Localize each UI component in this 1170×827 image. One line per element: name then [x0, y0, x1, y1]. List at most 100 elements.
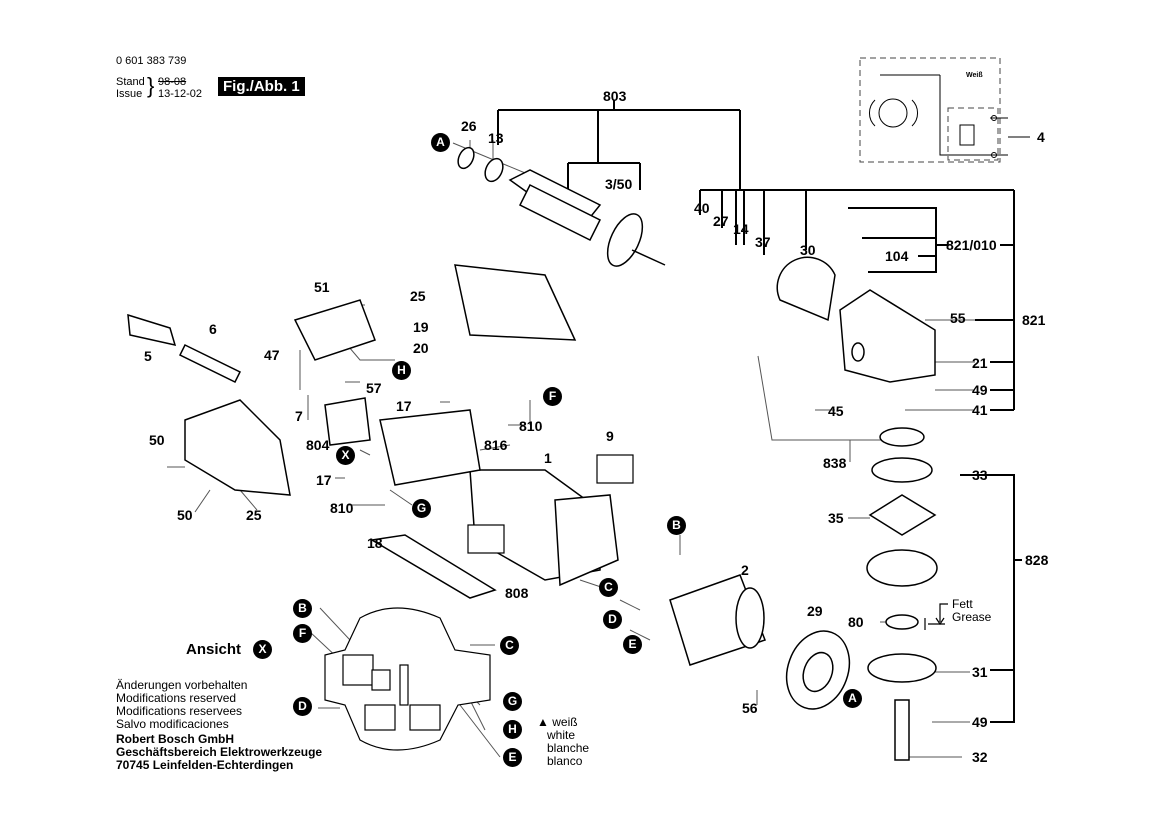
brace: } — [147, 73, 155, 98]
part-label-41[interactable]: 41 — [972, 402, 988, 418]
connector-marker-c-field[interactable]: C — [599, 578, 618, 597]
part-label-31[interactable]: 31 — [972, 664, 988, 680]
footer-note-en: Modifications reserved — [116, 691, 237, 705]
legend-white: ▲ weiß white blanche blanco — [537, 716, 589, 768]
legend-white-en: white — [547, 728, 576, 742]
stand-date: 98-08 — [158, 76, 187, 88]
switch-assembly — [293, 264, 577, 486]
part-label-21[interactable]: 21 — [972, 355, 988, 371]
part-label-47[interactable]: 47 — [264, 347, 280, 363]
connector-marker-d-view[interactable]: D — [293, 697, 312, 716]
part-label-804[interactable]: 804 — [306, 437, 330, 453]
grease-note-en: Grease — [952, 610, 992, 624]
part-label-49-bottom[interactable]: 49 — [972, 714, 988, 730]
issue-date: 13-12-02 — [158, 88, 203, 100]
part-label-803[interactable]: 803 — [603, 88, 627, 104]
part-label-25-bottom[interactable]: 25 — [246, 507, 262, 523]
power-cord — [127, 313, 242, 384]
part-label-5[interactable]: 5 — [144, 348, 152, 364]
connector-marker-g-view[interactable]: G — [503, 692, 522, 711]
connector-marker-f-brush[interactable]: F — [543, 387, 562, 406]
connector-marker-x-view[interactable]: X — [253, 640, 272, 659]
part-label-33[interactable]: 33 — [972, 467, 988, 483]
thin-leaders — [167, 140, 975, 758]
part-label-3-50[interactable]: 3/50 — [605, 176, 633, 192]
part-label-51[interactable]: 51 — [314, 279, 330, 295]
ansicht-label: Ansicht — [186, 641, 242, 658]
connector-marker-f-view[interactable]: F — [293, 624, 312, 643]
part-label-17-bottom[interactable]: 17 — [316, 472, 332, 488]
connector-marker-e-view[interactable]: E — [503, 748, 522, 767]
part-label-810-top[interactable]: 810 — [519, 418, 543, 434]
part-label-35[interactable]: 35 — [828, 510, 844, 526]
connector-marker-b-field[interactable]: B — [667, 516, 686, 535]
part-label-828[interactable]: 828 — [1025, 552, 1049, 568]
connector-marker-h-view[interactable]: H — [503, 720, 522, 739]
part-label-27[interactable]: 27 — [713, 213, 729, 229]
connector-marker-a-bottom[interactable]: A — [843, 689, 862, 708]
suspension-bar — [369, 534, 497, 599]
part-label-816[interactable]: 816 — [484, 437, 508, 453]
part-label-104[interactable]: 104 — [885, 248, 909, 264]
part-label-7[interactable]: 7 — [295, 408, 303, 424]
part-label-40[interactable]: 40 — [694, 200, 710, 216]
part-label-9[interactable]: 9 — [606, 428, 614, 444]
footer-note-fr: Modifications reservees — [116, 704, 243, 718]
wiring-box — [859, 57, 1001, 163]
part-label-29[interactable]: 29 — [807, 603, 823, 619]
leader-lines — [497, 100, 1022, 723]
part-label-13[interactable]: 13 — [488, 130, 504, 146]
part-label-37[interactable]: 37 — [755, 234, 771, 250]
part-label-20[interactable]: 20 — [413, 340, 429, 356]
connector-marker-c-view[interactable]: C — [500, 636, 519, 655]
part-label-32[interactable]: 32 — [972, 749, 988, 765]
part-label-808[interactable]: 808 — [505, 585, 529, 601]
part-label-55[interactable]: 55 — [950, 310, 966, 326]
part-label-50-bottom[interactable]: 50 — [177, 507, 193, 523]
grease-note-de: Fett — [952, 597, 973, 611]
part-label-45[interactable]: 45 — [828, 403, 844, 419]
part-label-49-top[interactable]: 49 — [972, 382, 988, 398]
part-label-25-top[interactable]: 25 — [410, 288, 426, 304]
part-label-14[interactable]: 14 — [733, 221, 749, 237]
connector-marker-e-field[interactable]: E — [623, 635, 642, 654]
figure-label: Fig./Abb. 1 — [218, 77, 305, 96]
part-label-838[interactable]: 838 — [823, 455, 847, 471]
wiring-weiss-label: Weiß — [966, 72, 983, 79]
connector-marker-d-field[interactable]: D — [603, 610, 622, 629]
part-label-6[interactable]: 6 — [209, 321, 217, 337]
footer-note-de: Änderungen vorbehalten — [116, 678, 248, 692]
connector-marker-a-top[interactable]: A — [431, 133, 450, 152]
label-9-plate — [596, 454, 634, 484]
legend-white-es: blanco — [547, 754, 583, 768]
part-label-1[interactable]: 1 — [544, 450, 552, 466]
part-label-30[interactable]: 30 — [800, 242, 816, 258]
footer-address: 70745 Leinfelden-Echterdingen — [116, 758, 294, 772]
part-label-4[interactable]: 4 — [1037, 129, 1045, 145]
part-label-19[interactable]: 19 — [413, 319, 429, 335]
part-label-80[interactable]: 80 — [848, 614, 864, 630]
field-assembly — [669, 574, 851, 710]
part-label-57[interactable]: 57 — [366, 380, 382, 396]
part-label-17-top[interactable]: 17 — [396, 398, 412, 414]
legend-white-de: weiß — [552, 715, 578, 729]
stand-label: Stand — [116, 76, 145, 88]
footer-company: Robert Bosch GmbH — [116, 732, 235, 746]
part-label-821[interactable]: 821 — [1022, 312, 1046, 328]
connector-marker-b-view[interactable]: B — [293, 599, 312, 618]
legend-white-fr: blanche — [547, 741, 590, 755]
wiring-lines — [869, 74, 1030, 158]
part-label-810-bottom[interactable]: 810 — [330, 500, 354, 516]
connector-marker-g-brush[interactable]: G — [412, 499, 431, 518]
connector-marker-x-switch[interactable]: X — [336, 446, 355, 465]
footer: Änderungen vorbehalten Modifications res… — [116, 679, 322, 772]
part-label-2[interactable]: 2 — [741, 562, 749, 578]
part-label-18[interactable]: 18 — [367, 535, 383, 551]
part-label-821-010[interactable]: 821/010 — [946, 237, 997, 253]
part-label-50-top[interactable]: 50 — [149, 432, 165, 448]
part-label-56[interactable]: 56 — [742, 700, 758, 716]
connector-marker-h-switch[interactable]: H — [392, 361, 411, 380]
handle-shell — [184, 399, 291, 496]
part-label-26[interactable]: 26 — [461, 118, 477, 134]
gear-housing — [776, 256, 936, 383]
